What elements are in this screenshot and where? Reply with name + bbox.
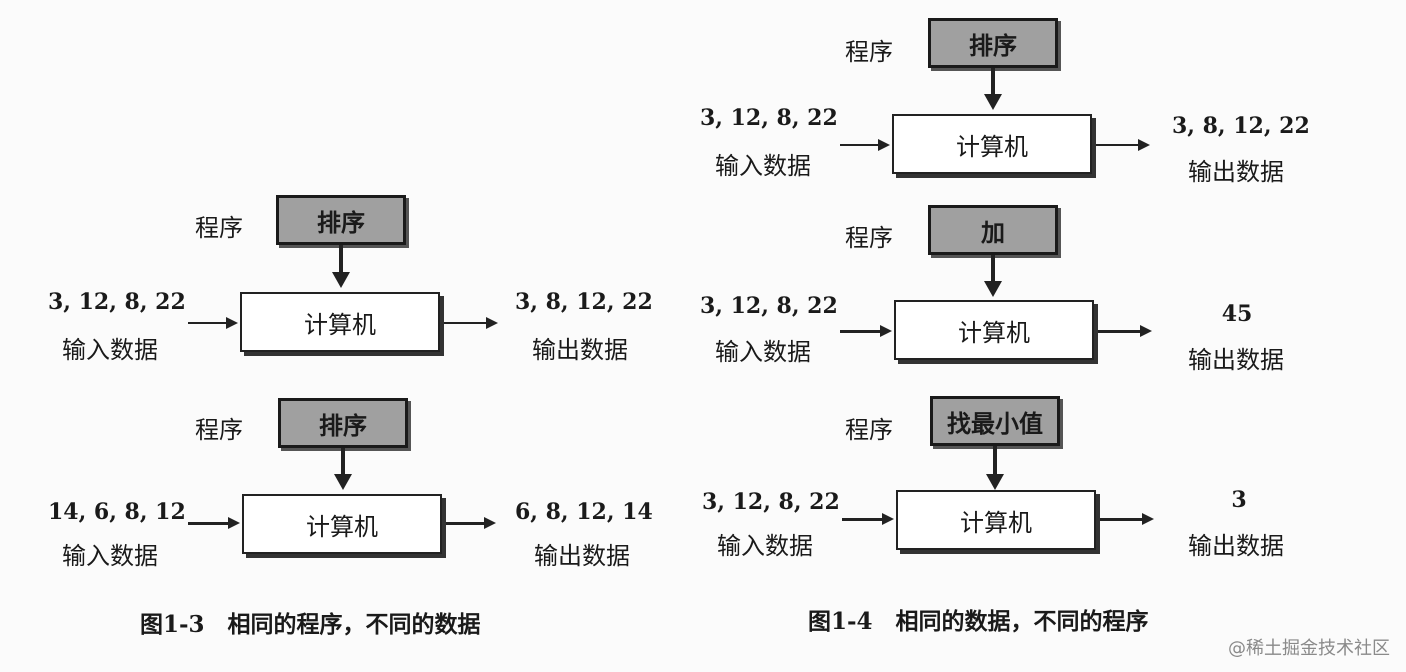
- right-arrow-icon: [484, 517, 496, 529]
- output-arrow-shaft: [446, 522, 486, 525]
- output-data-value: 3: [1231, 487, 1247, 513]
- program-box: 排序: [928, 18, 1058, 68]
- output-data-value: 6, 8, 12, 14: [515, 499, 653, 525]
- computer-box: 计算机: [894, 300, 1094, 360]
- input-arrow-shaft: [188, 322, 228, 324]
- right-arrow-icon: [882, 513, 894, 525]
- output-arrow-shaft: [1098, 330, 1142, 333]
- input-data-value: 3, 12, 8, 22: [702, 489, 840, 515]
- program-label: 程序: [845, 416, 893, 444]
- output-arrow-shaft: [1096, 144, 1140, 146]
- down-arrow-icon: [984, 94, 1002, 110]
- program-arrow-shaft: [339, 245, 343, 275]
- program-arrow-shaft: [991, 255, 995, 283]
- right-arrow-icon: [1138, 139, 1150, 151]
- input-arrow-shaft: [840, 330, 882, 333]
- input-data-value: 14, 6, 8, 12: [48, 499, 186, 525]
- right-arrow-icon: [226, 317, 238, 329]
- output-data-label: 输出数据: [1188, 158, 1284, 186]
- program-box: 找最小值: [930, 396, 1060, 446]
- figure-caption: 图1-3 相同的程序，不同的数据: [140, 611, 481, 638]
- right-arrow-icon: [880, 325, 892, 337]
- output-arrow-shaft: [444, 322, 488, 324]
- input-data-label: 输入数据: [715, 152, 811, 180]
- right-arrow-icon: [486, 317, 498, 329]
- input-arrow-shaft: [840, 144, 880, 146]
- input-data-value: 3, 12, 8, 22: [700, 105, 838, 131]
- computer-box: 计算机: [896, 490, 1096, 550]
- output-data-label: 输出数据: [1188, 532, 1284, 560]
- program-label: 程序: [195, 214, 243, 242]
- program-label: 程序: [195, 416, 243, 444]
- input-data-label: 输入数据: [717, 532, 813, 560]
- input-data-value: 3, 12, 8, 22: [48, 289, 186, 315]
- output-data-value: 45: [1221, 301, 1253, 327]
- program-arrow-shaft: [993, 446, 997, 476]
- right-arrow-icon: [1140, 325, 1152, 337]
- output-data-value: 3, 8, 12, 22: [515, 289, 653, 315]
- input-arrow-shaft: [842, 518, 884, 521]
- program-box: 排序: [278, 398, 408, 448]
- computer-box: 计算机: [242, 494, 442, 554]
- down-arrow-icon: [986, 474, 1004, 490]
- program-box: 排序: [276, 195, 406, 245]
- right-arrow-icon: [878, 139, 890, 151]
- program-arrow-shaft: [341, 448, 345, 476]
- output-data-label: 输出数据: [532, 336, 628, 364]
- down-arrow-icon: [334, 474, 352, 490]
- output-data-label: 输出数据: [534, 542, 630, 570]
- input-data-label: 输入数据: [62, 336, 158, 364]
- input-data-label: 输入数据: [715, 338, 811, 366]
- program-arrow-shaft: [991, 68, 995, 96]
- watermark: @稀土掘金技术社区: [1228, 638, 1390, 659]
- output-data-label: 输出数据: [1188, 346, 1284, 374]
- program-box: 加: [928, 205, 1058, 255]
- computer-box: 计算机: [892, 114, 1092, 174]
- down-arrow-icon: [332, 272, 350, 288]
- computer-box: 计算机: [240, 292, 440, 352]
- down-arrow-icon: [984, 281, 1002, 297]
- right-arrow-icon: [1142, 513, 1154, 525]
- output-data-value: 3, 8, 12, 22: [1172, 113, 1310, 139]
- figure-caption: 图1-4 相同的数据，不同的程序: [808, 608, 1149, 635]
- input-data-value: 3, 12, 8, 22: [700, 293, 838, 319]
- right-arrow-icon: [228, 517, 240, 529]
- program-label: 程序: [845, 224, 893, 252]
- input-data-label: 输入数据: [62, 542, 158, 570]
- input-arrow-shaft: [188, 522, 230, 525]
- output-arrow-shaft: [1100, 518, 1144, 521]
- program-label: 程序: [845, 38, 893, 66]
